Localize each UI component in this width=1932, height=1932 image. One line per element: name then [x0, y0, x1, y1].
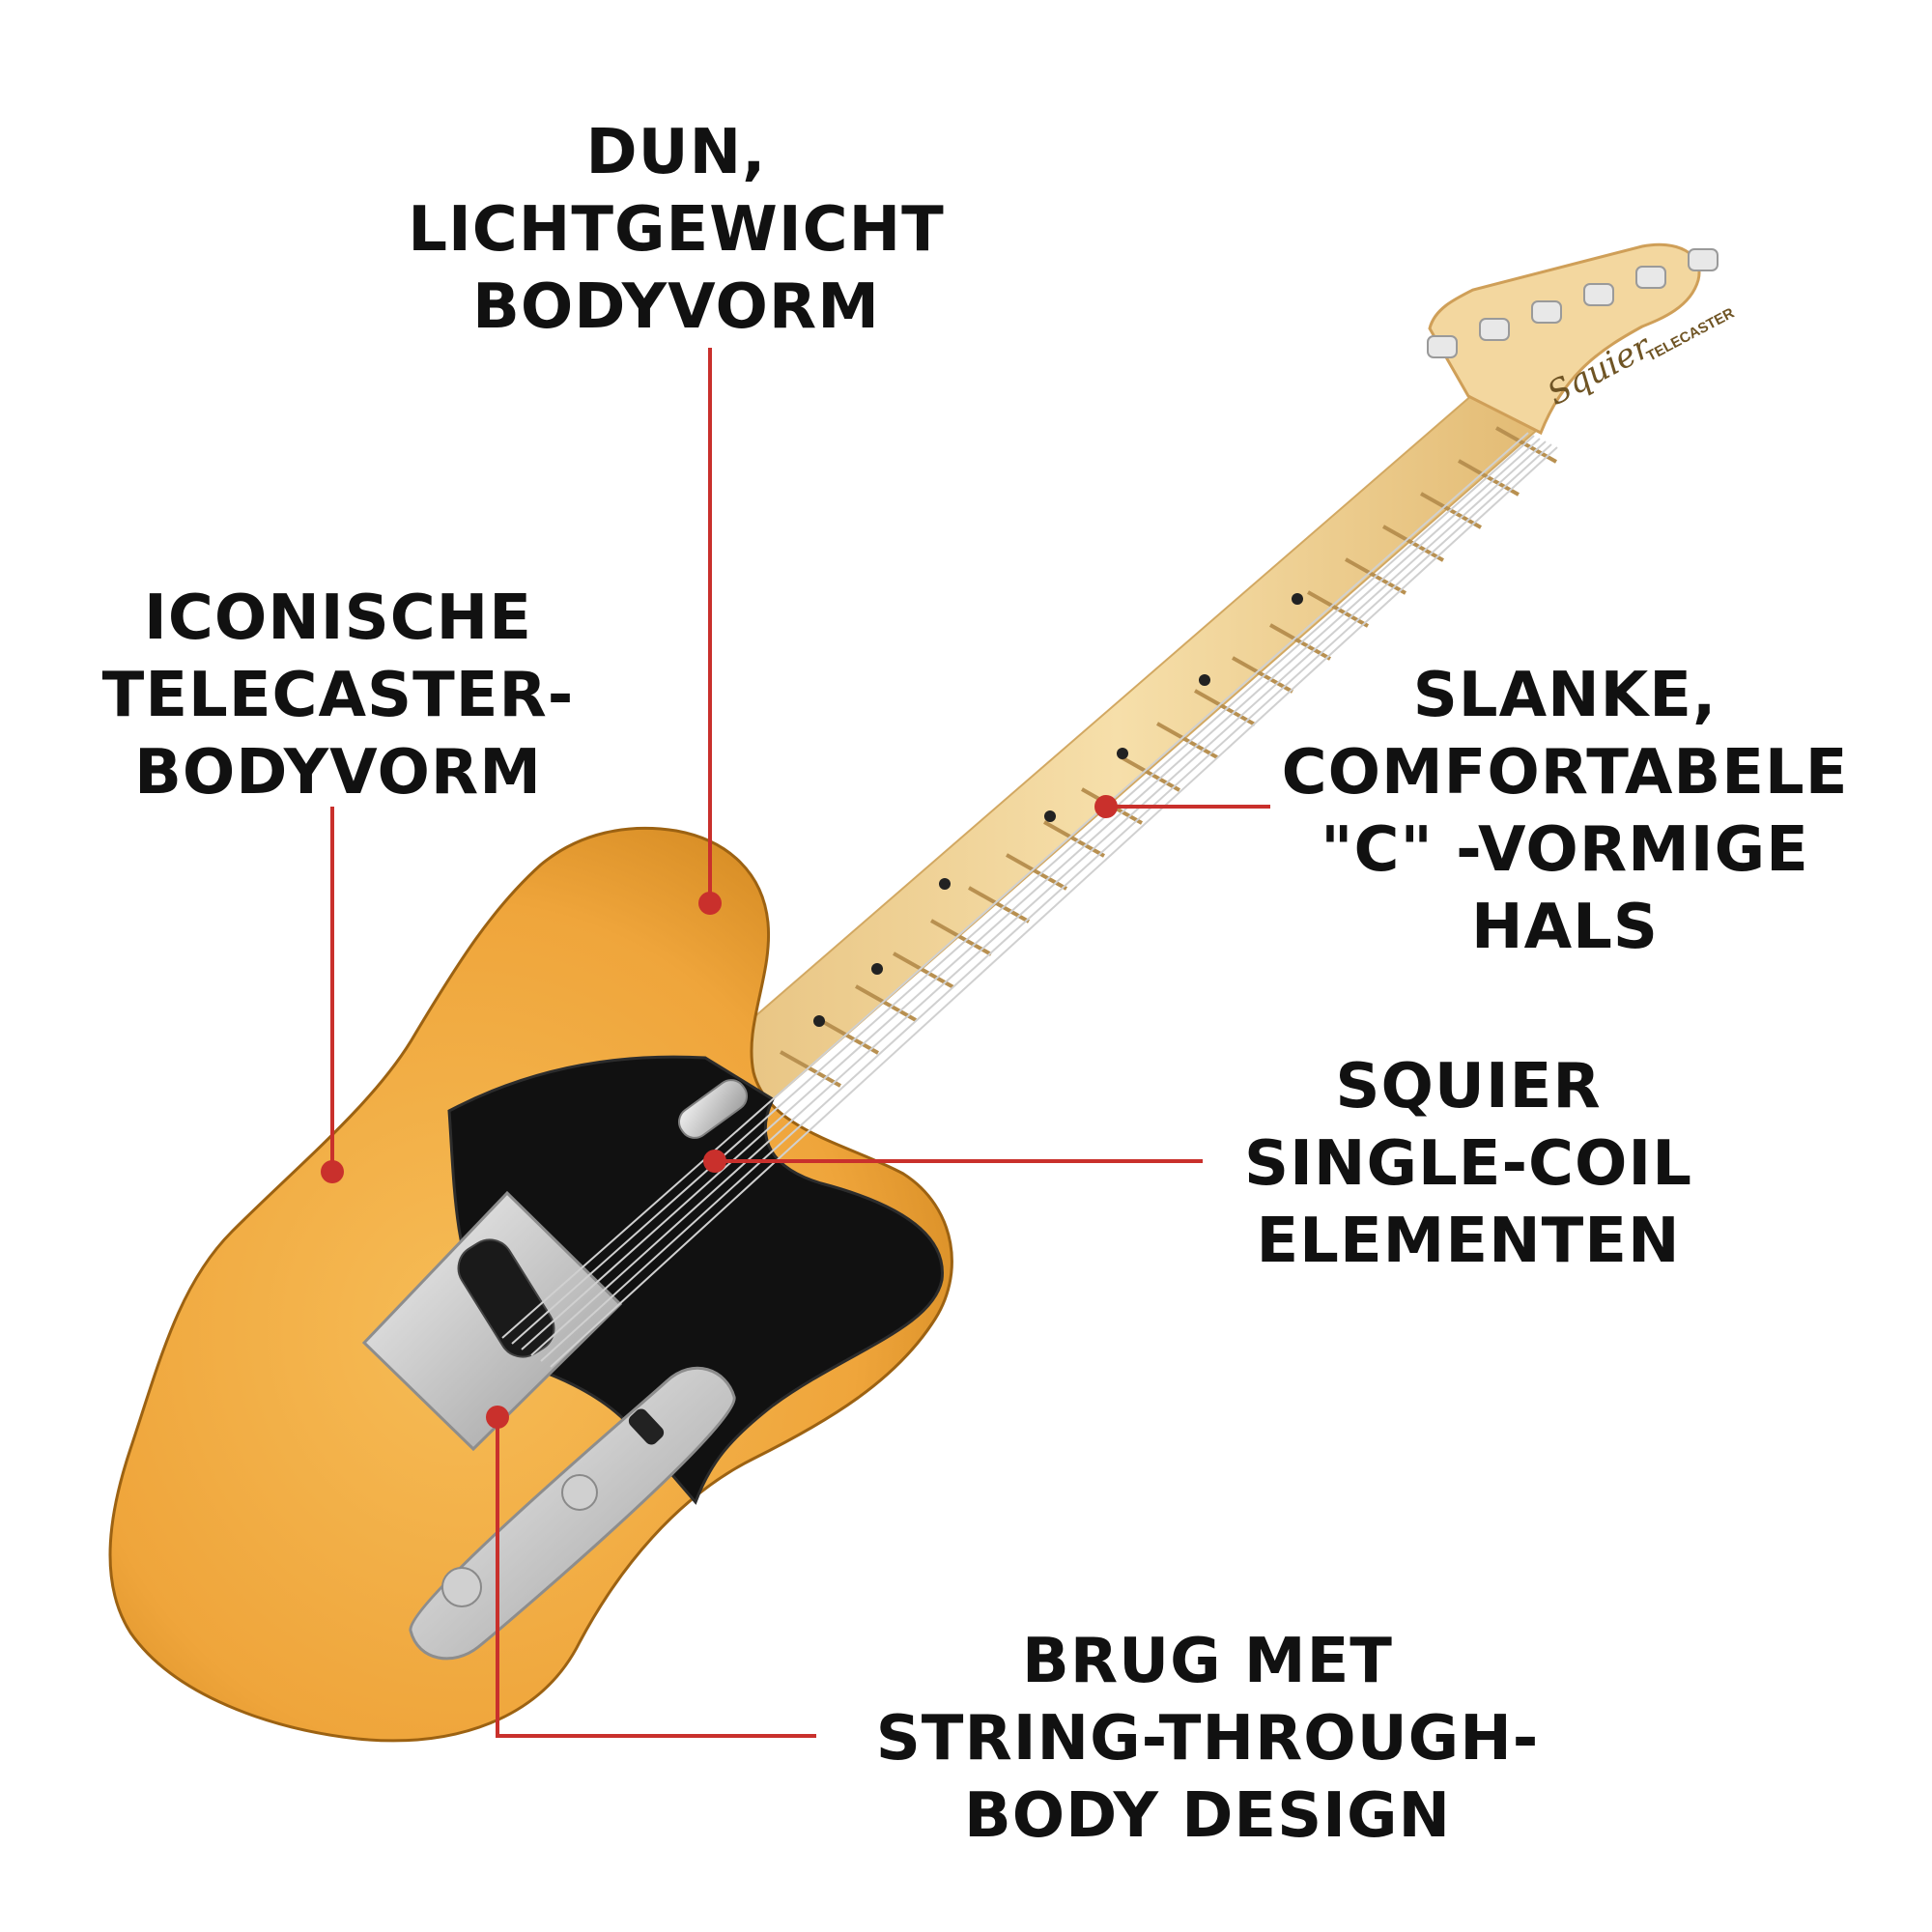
- headstock: [1428, 242, 1701, 436]
- callout-line-text: STRING-THROUGH-: [875, 1703, 1540, 1775]
- callout-line-text: SQUIER: [1335, 1051, 1602, 1122]
- callout-line-text: LICHTGEWICHT: [408, 194, 945, 266]
- callout-dots: [321, 795, 1118, 1429]
- strings: [501, 432, 1558, 1368]
- tuning-pegs: [1427, 248, 1719, 358]
- callout-label-iconic-body: ICONISCHE TELECASTER- BODYVORM: [87, 580, 589, 811]
- callout-line-text: BODYVORM: [134, 737, 542, 809]
- callout-line-text: ICONISCHE: [144, 582, 532, 654]
- tone-knob: [441, 1567, 482, 1607]
- callout-line-text: BODYVORM: [472, 271, 880, 343]
- callout-line-text: DUN,: [585, 117, 767, 188]
- callout-line-text: BODY DESIGN: [963, 1780, 1452, 1852]
- frets: [780, 426, 1557, 1088]
- callout-connectors: [330, 348, 1270, 1738]
- volume-knob: [561, 1474, 598, 1511]
- callout-line-text: COMFORTABELE: [1281, 737, 1849, 809]
- callout-line-text: ELEMENTEN: [1256, 1206, 1681, 1277]
- pickup-selector-switch: [628, 1408, 665, 1445]
- callout-line-text: "C" -VORMIGE: [1321, 814, 1809, 886]
- neck-pickup: [677, 1079, 749, 1139]
- callout-label-neck: SLANKE, COMFORTABELE "C" -VORMIGE HALS: [1265, 657, 1864, 966]
- callout-label-thin-body: DUN, LICHTGEWICHT BODYVORM: [406, 114, 947, 346]
- callout-dot-bridge: [486, 1406, 509, 1429]
- callout-label-pickups: SQUIER SINGLE-COIL ELEMENTEN: [1227, 1048, 1710, 1280]
- fret-markers: [813, 593, 1303, 1027]
- callout-line-text: SLANKE,: [1412, 660, 1718, 731]
- callout-label-bridge: BRUG MET STRING-THROUGH- BODY DESIGN: [831, 1623, 1584, 1855]
- callout-line-text: SINGLE-COIL: [1243, 1128, 1693, 1200]
- callout-line-text: HALS: [1471, 892, 1659, 963]
- callout-dot-thin-body: [698, 892, 722, 915]
- callout-dot-pickups: [703, 1150, 726, 1173]
- callout-line-text: BRUG MET: [1022, 1626, 1393, 1697]
- callout-line-bridge: [496, 1427, 816, 1738]
- callout-line-text: TELECASTER-: [101, 660, 575, 731]
- neck-assembly: Squier TELECASTER: [696, 242, 1737, 1101]
- callout-dot-neck: [1094, 795, 1118, 818]
- callout-dot-iconic-body: [321, 1160, 344, 1183]
